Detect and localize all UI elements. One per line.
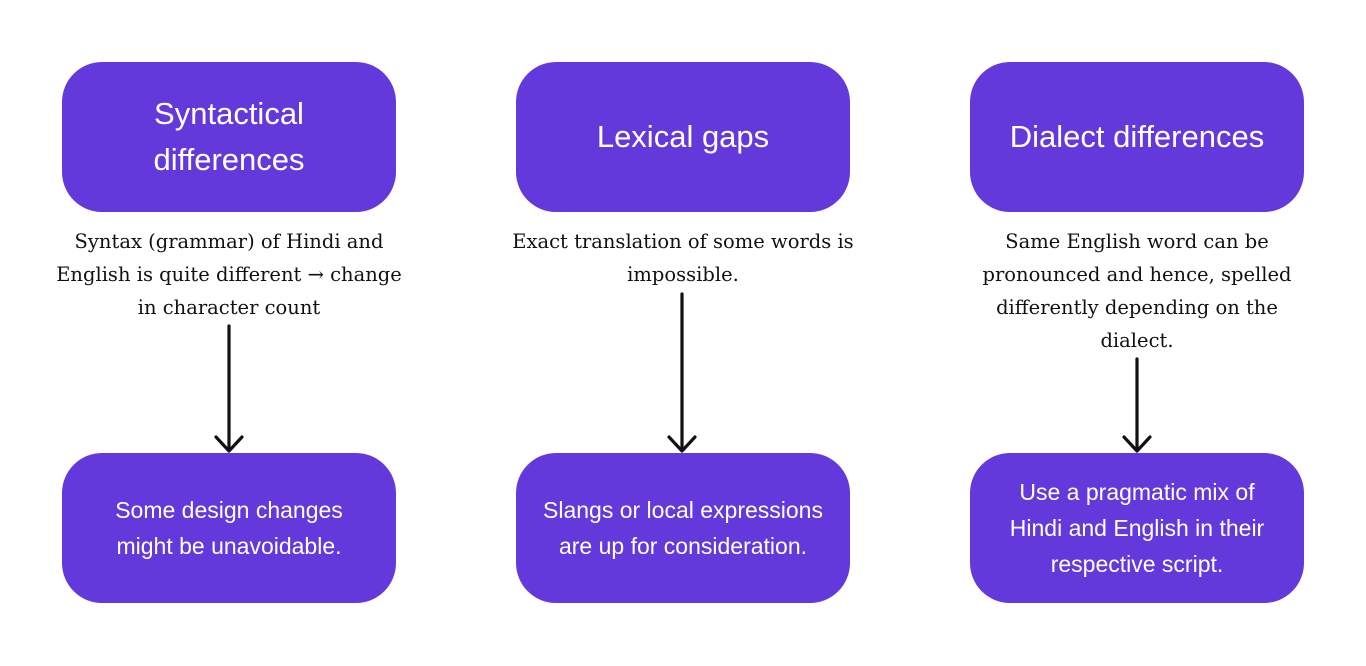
lexical-outcome-box: Slangs or local expressions are up for c… — [516, 453, 850, 603]
dialect-differences-box: Dialect differences — [970, 62, 1304, 212]
syntactical-outcome-text: Some design changes might be unavoidable… — [115, 497, 343, 559]
arrow-down-icon — [214, 324, 244, 453]
arrow-down-icon — [667, 292, 697, 453]
lexical-gaps-title: Lexical gaps — [596, 119, 770, 154]
dialect-differences-title: Dialect differences — [1009, 119, 1265, 154]
syntactical-description: Syntax (grammar) of Hindi and English is… — [56, 230, 402, 319]
lexical-outcome-text: Slangs or local expressions are up for c… — [543, 497, 823, 559]
dialect-outcome-text: Use a pragmatic mix of Hindi and English… — [1009, 479, 1265, 577]
dialect-outcome-box: Use a pragmatic mix of Hindi and English… — [970, 453, 1304, 603]
syntactical-differences-title: Syntactical differences — [153, 96, 305, 177]
arrow-down-icon — [1122, 357, 1152, 453]
lexical-description: Exact translation of some words is impos… — [512, 230, 854, 286]
lexical-gaps-box: Lexical gaps — [516, 62, 850, 212]
dialect-description: Same English word can be pronounced and … — [982, 230, 1292, 352]
syntactical-outcome-box: Some design changes might be unavoidable… — [62, 453, 396, 603]
syntactical-differences-box: Syntactical differences — [62, 62, 396, 212]
